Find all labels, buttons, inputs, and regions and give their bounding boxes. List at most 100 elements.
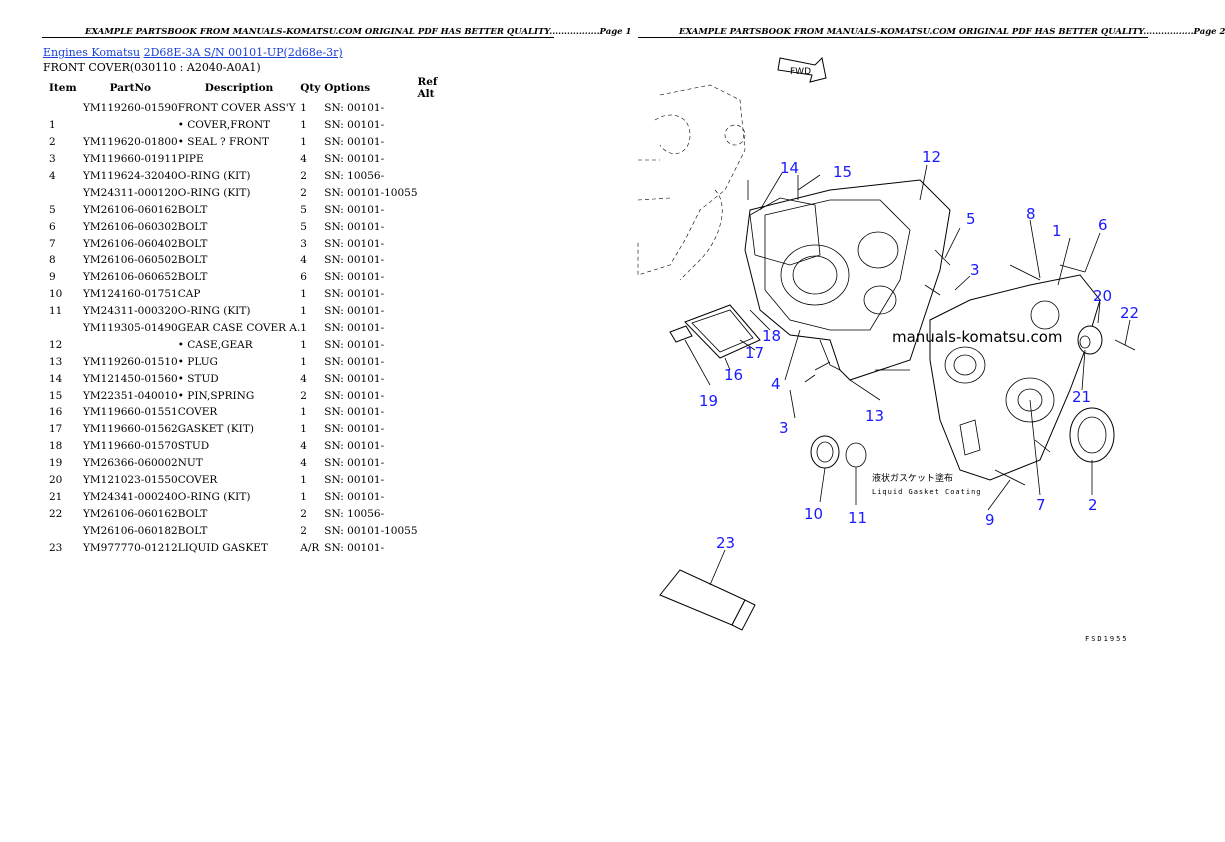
- cell-item: 12: [49, 338, 63, 351]
- cell-item: 8: [49, 254, 56, 267]
- cell-ref-alt: [418, 201, 458, 218]
- callout-9: 9: [985, 511, 995, 529]
- cell-qty: 1: [300, 322, 307, 335]
- cell-qty: 4: [300, 254, 307, 267]
- cell-description: GASKET (KIT): [177, 423, 254, 436]
- cell-item: 22: [49, 507, 63, 520]
- callout-14: 14: [780, 159, 799, 177]
- cell-ref-alt: [418, 387, 458, 404]
- cell-options: SN: 00101-: [324, 372, 385, 385]
- cell-qty: 2: [300, 186, 307, 199]
- column-header-item: Item: [49, 82, 77, 94]
- page-1-header: EXAMPLE PARTSBOOK FROM MANUALS-KOMATSU.C…: [85, 27, 632, 37]
- cell-partno: YM26366-060002: [83, 457, 178, 470]
- cell-options: SN: 00101-10055: [324, 186, 418, 199]
- cell-item: [43, 100, 83, 117]
- cell-ref-alt: [418, 336, 458, 353]
- cell-partno: YM119624-32040: [83, 170, 178, 182]
- breadcrumb-link-engines[interactable]: Engines Komatsu: [43, 46, 141, 59]
- cell-options: SN: 00101-: [324, 474, 385, 487]
- cell-options: SN: 00101-: [324, 389, 385, 402]
- page-2-header-rule: [638, 37, 1148, 38]
- cell-ref-alt: [418, 353, 458, 370]
- cell-description: LIQUID GASKET: [177, 541, 268, 554]
- cell-description: BOLT: [177, 254, 208, 267]
- cell-qty: 2: [300, 389, 307, 402]
- cell-qty: 2: [300, 170, 307, 182]
- cell-description: CAP: [177, 288, 201, 301]
- cell-partno: YM119260-01590: [83, 102, 178, 115]
- cell-ref-alt: [418, 252, 458, 269]
- cell-ref-alt: [418, 168, 458, 185]
- cell-ref-alt: [418, 184, 458, 201]
- cell-options: SN: 00101-: [324, 271, 385, 284]
- callout-2: 2: [1088, 496, 1098, 514]
- cell-ref-alt: [418, 235, 458, 252]
- cell-description: BOLT: [177, 524, 208, 537]
- cell-description: BOLT: [177, 237, 208, 250]
- cell-item: 21: [49, 490, 63, 503]
- liquid-gasket-note-en: Liquid Gasket Coating: [872, 488, 982, 496]
- fwd-label: FWD: [790, 67, 811, 77]
- engine-block-outline: [637, 84, 746, 281]
- cell-item: 1: [49, 119, 56, 132]
- breadcrumb-link-model[interactable]: 2D68E-3A S/N 00101-UP(2d68e-3r): [143, 46, 343, 59]
- cell-item: 15: [49, 389, 63, 402]
- cell-description: O-RING (KIT): [177, 170, 251, 182]
- table-header-row: Item PartNo Description Qty Options Ref …: [43, 76, 458, 100]
- cell-qty: 4: [300, 440, 307, 453]
- column-header-description: Description: [204, 82, 274, 94]
- callout-10: 10: [804, 505, 823, 523]
- cell-description: NUT: [177, 457, 203, 470]
- cell-ref-alt: [418, 472, 458, 489]
- cell-partno: YM119620-01800: [83, 136, 178, 149]
- cell-partno: YM24311-000120: [83, 186, 178, 199]
- cell-partno: YM26106-060302: [83, 220, 178, 233]
- cell-item: 11: [49, 305, 63, 318]
- cap-and-oring-drawing: [810, 435, 867, 469]
- cell-options: SN: 00101-: [324, 254, 385, 267]
- cell-qty: 1: [300, 102, 307, 115]
- cell-description: GEAR CASE COVER A.: [177, 322, 301, 335]
- leader-lines: [684, 164, 1131, 586]
- callout-3a: 3: [970, 261, 980, 279]
- cell-partno: YM119660-01562: [83, 423, 178, 436]
- cell-ref-alt: [418, 404, 458, 421]
- cell-description: BOLT: [177, 507, 208, 520]
- callout-11: 11: [848, 509, 867, 527]
- cell-item: 23: [49, 541, 63, 554]
- callout-15: 15: [833, 163, 852, 181]
- cell-partno: YM24311-000320: [83, 305, 178, 318]
- callout-3b: 3: [779, 419, 789, 437]
- cell-qty: 4: [300, 457, 307, 470]
- cell-partno: YM26106-060502: [83, 254, 178, 267]
- cell-qty: 1: [300, 338, 307, 351]
- cell-item: [43, 320, 83, 337]
- cell-options: SN: 00101-: [324, 423, 385, 436]
- cell-partno: YM26106-060652: [83, 271, 178, 284]
- fwd-arrow-icon: FWD: [777, 56, 827, 83]
- cell-item: 5: [49, 203, 56, 216]
- cell-qty: 5: [300, 203, 307, 216]
- cell-item: 3: [49, 153, 56, 166]
- watermark: manuals-komatsu.com: [892, 328, 1063, 346]
- cell-partno: YM26106-060162: [83, 203, 178, 216]
- front-cover-drawing: [929, 274, 1101, 481]
- column-header-partno: PartNo: [109, 82, 152, 94]
- cell-description: BOLT: [177, 203, 208, 216]
- page-2-header: EXAMPLE PARTSBOOK FROM MANUALS-KOMATSU.C…: [679, 27, 1225, 37]
- cell-item: 19: [49, 457, 63, 470]
- cell-ref-alt: [418, 505, 458, 522]
